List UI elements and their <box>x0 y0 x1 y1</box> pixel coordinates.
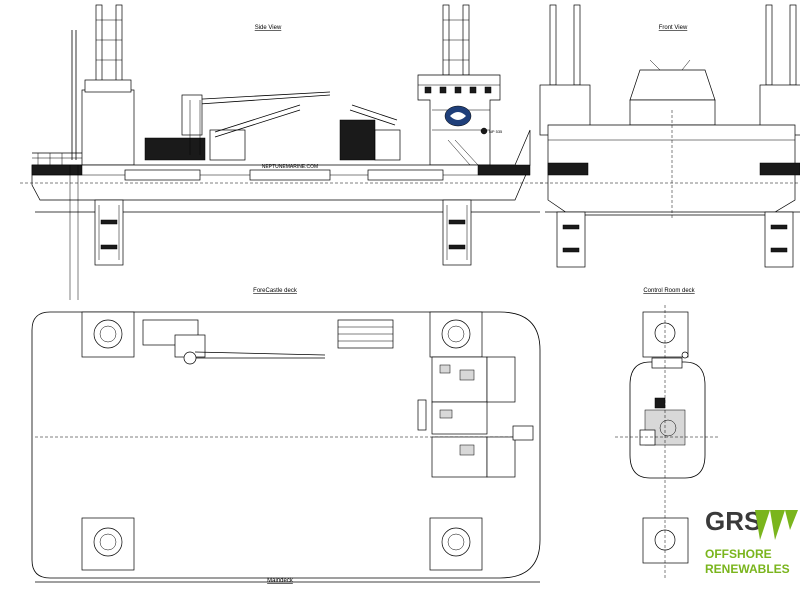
logo-line2: RENEWABLES <box>705 562 790 576</box>
crane-1 <box>144 91 331 161</box>
logo-mark-icon <box>755 510 770 540</box>
side-view-label: Side View <box>255 25 282 31</box>
hull-website: NEPTUNEMARINE.COM <box>262 164 318 170</box>
grs-logo: GRS OFFSHORE RENEWABLES <box>705 506 798 576</box>
front-view: Front View <box>539 4 800 268</box>
side-legs-lower <box>69 165 472 300</box>
main-deck-label: Maindeck <box>267 578 294 584</box>
deck-plan: ForeCastle deck <box>31 288 541 583</box>
forecastle-deck-label: ForeCastle deck <box>253 288 298 294</box>
aft-leg-housing <box>81 89 135 166</box>
crane-2 <box>339 104 401 161</box>
deck-outline <box>31 311 541 579</box>
front-bridge <box>629 69 716 101</box>
side-view: Side View <box>20 4 545 300</box>
front-view-label: Front View <box>659 25 688 31</box>
leg-wells <box>81 311 483 571</box>
control-room-outline <box>629 361 706 479</box>
control-room-deck-label: Control Room deck <box>643 288 695 294</box>
vessel-code: NP 535 <box>489 129 503 134</box>
bridge-house: NP 535 <box>417 74 503 166</box>
side-legs <box>71 4 470 160</box>
logo-brand: GRS <box>705 506 761 536</box>
accommodation-block <box>417 356 534 478</box>
control-room-deck: Control Room deck <box>615 288 720 580</box>
side-hull: NEPTUNEMARINE.COM <box>20 129 545 201</box>
logo-line1: OFFSHORE <box>705 547 772 561</box>
